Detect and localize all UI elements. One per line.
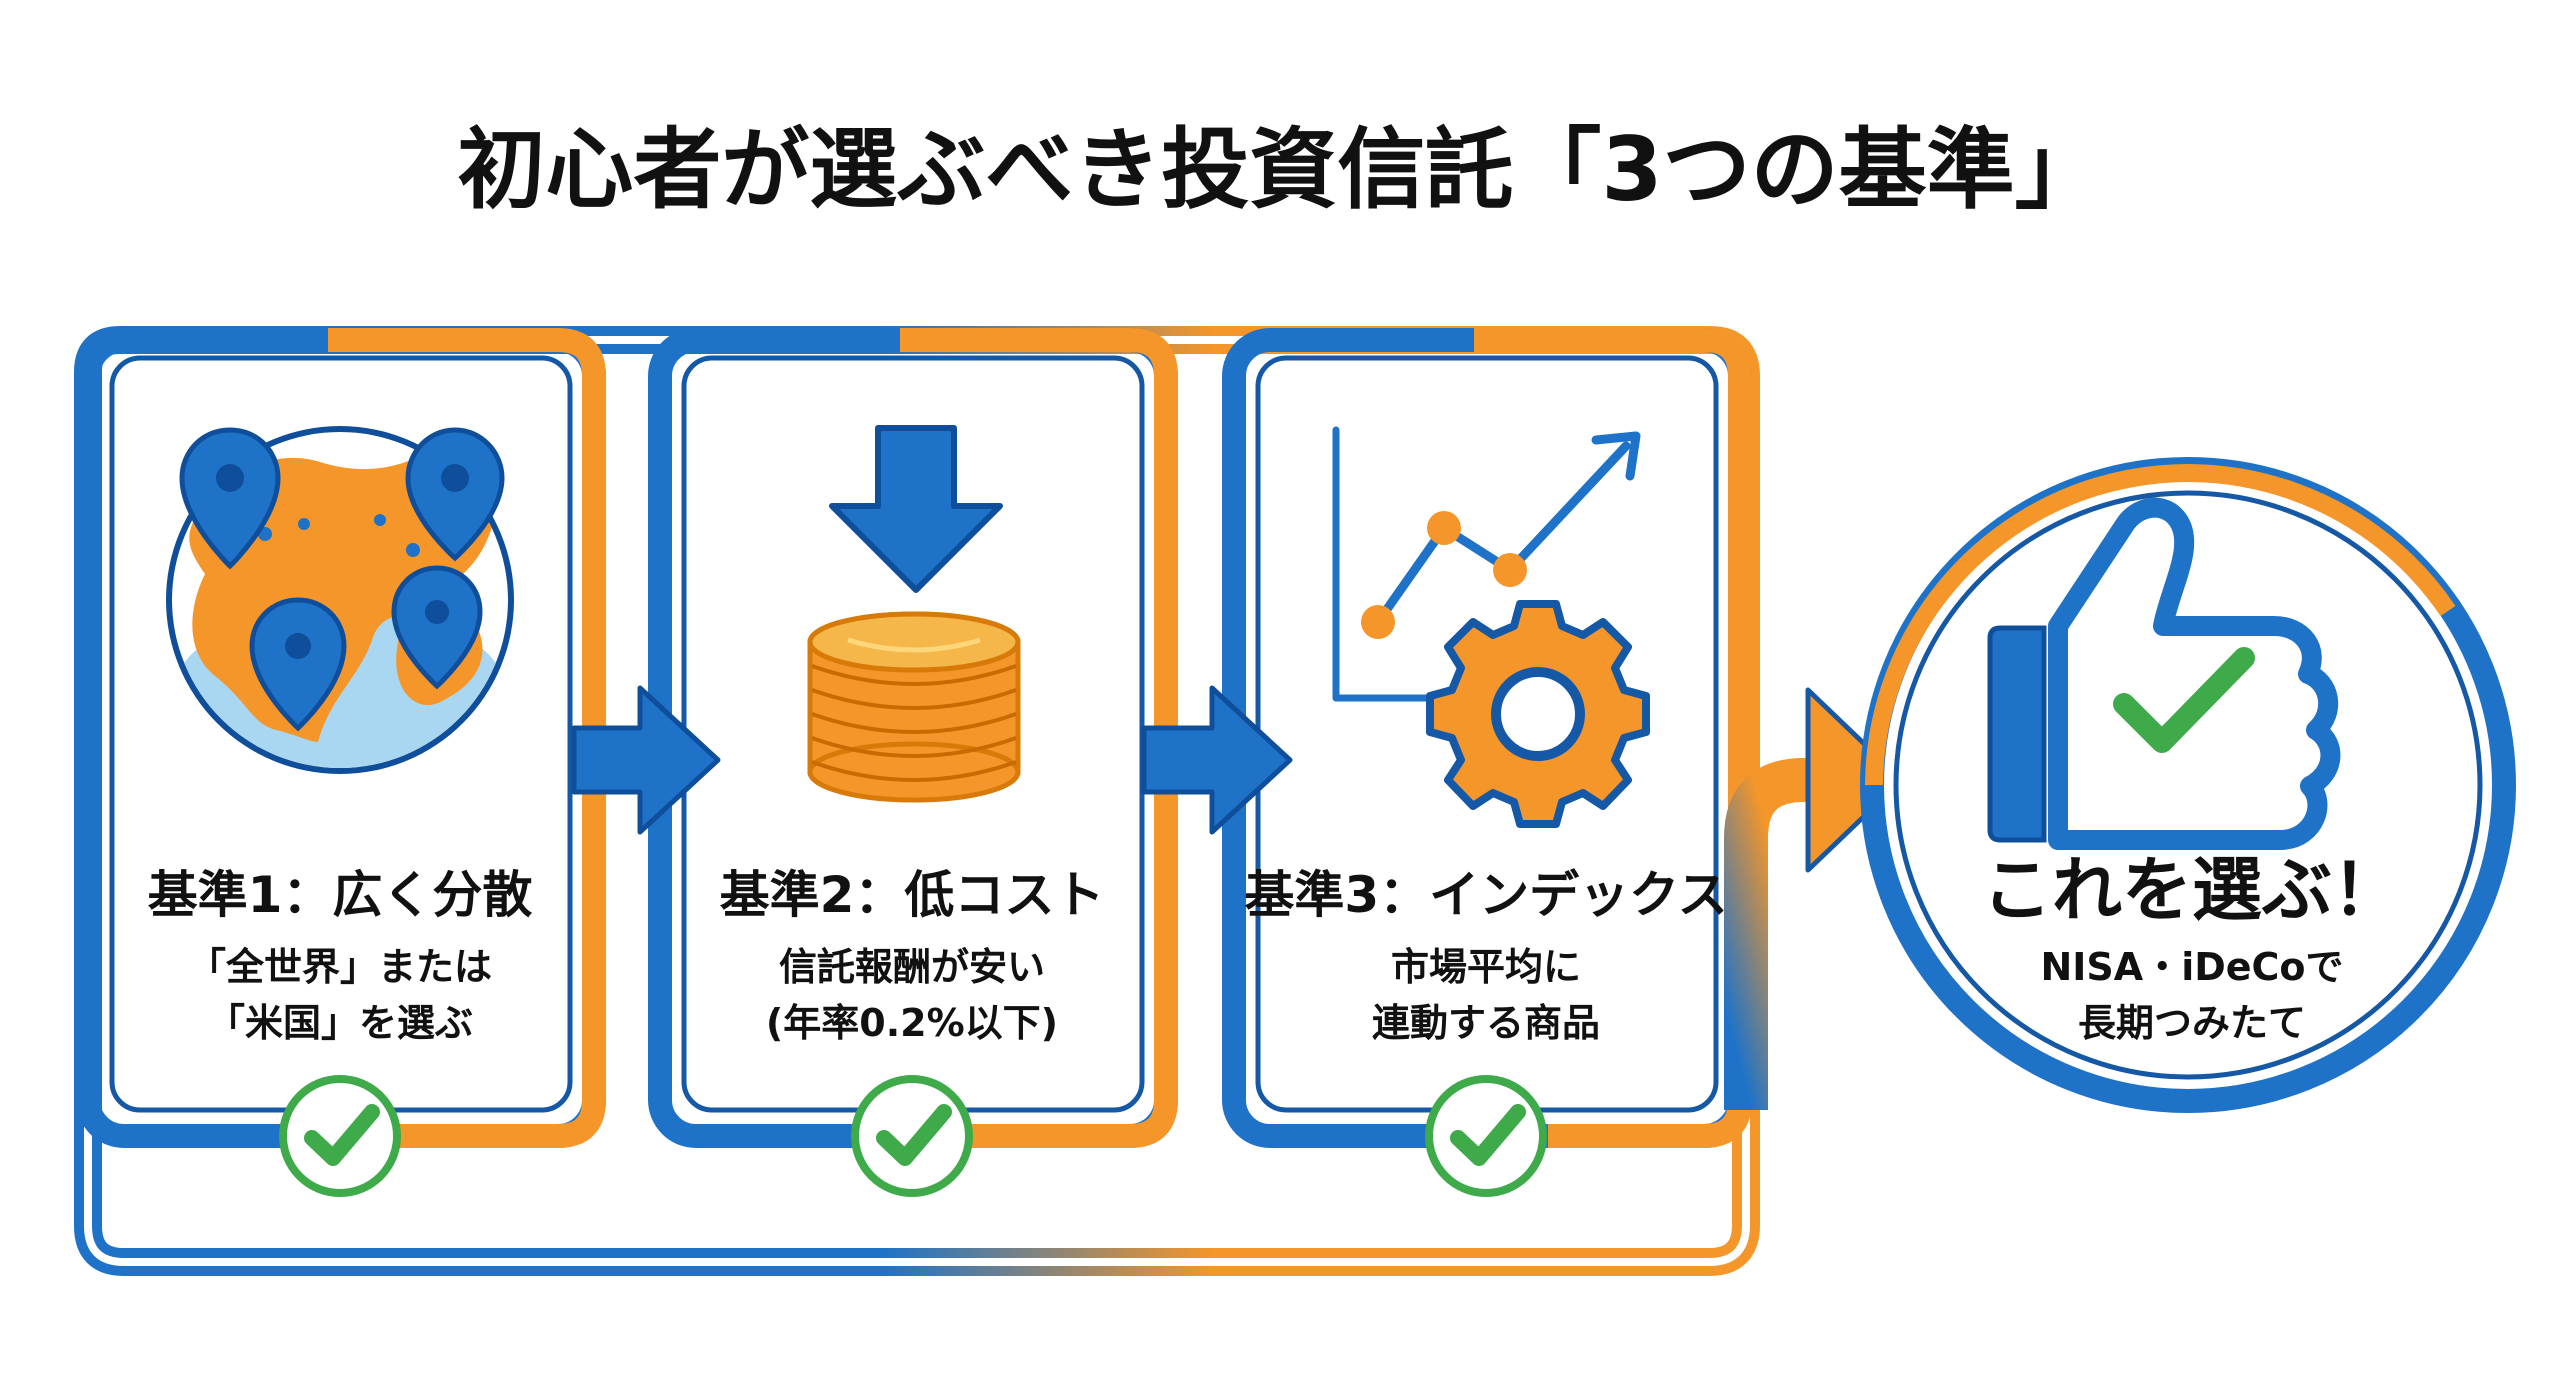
step-3-description-line-1: 市場平均に (1391, 945, 1581, 989)
result-description-line-2: 長期つみたて (2078, 1001, 2306, 1045)
step-1-title: 基準1：広く分散 (148, 866, 533, 924)
step-card-3-orange-edge (1474, 328, 1752, 1148)
line-chart-gear-icon (1332, 426, 1650, 828)
step-3-description-line-2: 連動する商品 (1372, 1001, 1600, 1045)
step-2-check-icon (851, 1075, 973, 1197)
step-1-check-icon (279, 1075, 401, 1197)
result-description-line-1: NISA・iDeCoで (2040, 945, 2343, 989)
result-panel: これを選ぶ！ NISA・iDeCoで 長期つみたて (1860, 457, 2516, 1113)
step-2-description-line-1: 信託報酬が安い (779, 945, 1045, 989)
page-title: 初心者が選ぶべき投資信託「3つの基準」 (457, 118, 2102, 221)
step-card-2: 基準2：低コスト 信託報酬が安い (年率0.2%以下) (648, 328, 1178, 1197)
step-1-description-line-1: 「全世界」または (188, 945, 492, 989)
step-3-title: 基準3：インデックス (1244, 866, 1727, 924)
step-3-check-icon (1425, 1075, 1547, 1197)
thumbs-up-check-icon (1987, 497, 2341, 850)
step-2-description-line-2: (年率0.2%以下) (766, 1001, 1058, 1045)
flow-arrow-1-icon (571, 685, 721, 835)
result-orange-ring-segment (1865, 464, 2456, 786)
step-card-1: 基準1：広く分散 「全世界」または 「米国」を選ぶ (76, 328, 606, 1197)
flow-arrow-to-result-icon (1724, 687, 1905, 1110)
step-2-title: 基準2：低コスト (720, 866, 1105, 924)
step-1-description-line-2: 「米国」を選ぶ (207, 1001, 473, 1045)
flow-arrow-2-icon (1141, 685, 1293, 835)
globe-with-location-pins-icon (166, 426, 514, 774)
step-card-3: 基準3：インデックス 市場平均に 連動する商品 (1222, 328, 1752, 1197)
down-arrow-coin-stack-icon (807, 425, 1021, 803)
result-title: これを選ぶ！ (1982, 849, 2402, 931)
